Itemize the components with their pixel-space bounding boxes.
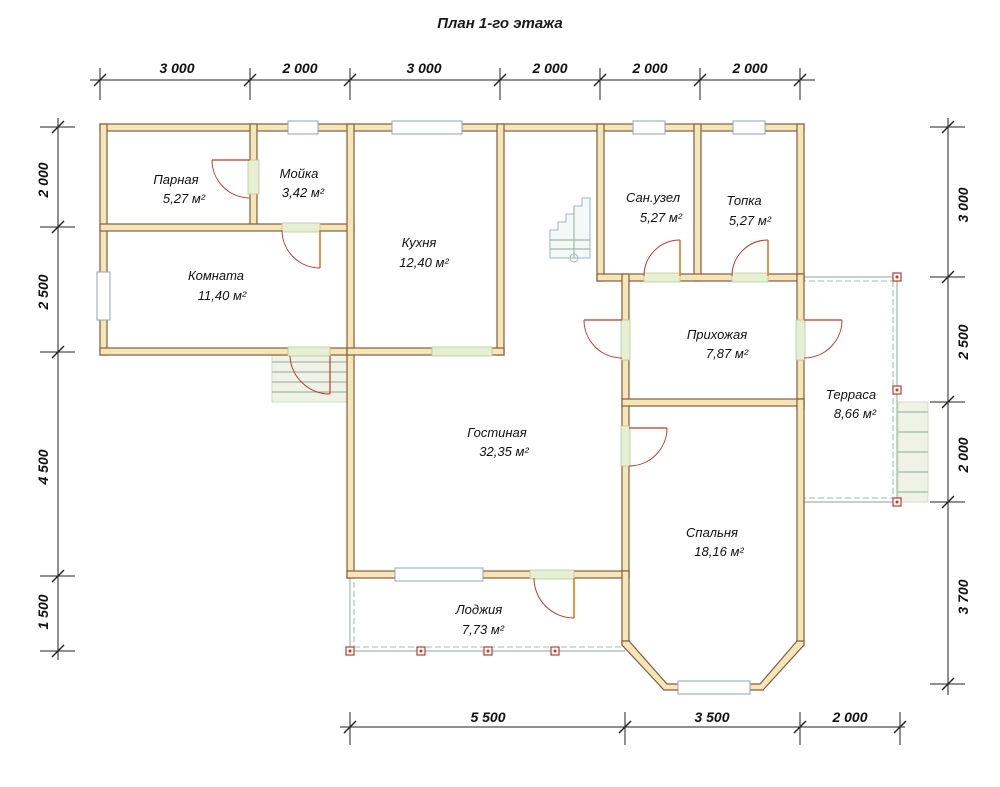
svg-text:12,40 м²: 12,40 м² [399, 255, 449, 270]
dim-right-2: 2 500 [955, 324, 971, 360]
svg-text:32,35 м²: 32,35 м² [479, 444, 529, 459]
dim-right-4: 3 700 [955, 579, 971, 614]
dim-top-4: 2 000 [531, 60, 567, 76]
room-label-komnata: Комната 11,40 м² [188, 268, 247, 303]
walls [99, 123, 805, 691]
dim-left-4: 1 500 [35, 594, 51, 629]
dim-top-1: 3 000 [159, 60, 194, 76]
dim-right-3: 2 000 [955, 437, 971, 473]
windows [96, 120, 766, 695]
terrace-area [800, 272, 929, 507]
svg-text:Кухня: Кухня [402, 235, 437, 250]
dim-left-3: 4 500 [35, 449, 51, 485]
svg-text:3,42 м²: 3,42 м² [282, 185, 325, 200]
left-dimension-chain: 2 000 2 500 4 500 1 500 [35, 118, 75, 660]
window [677, 680, 751, 695]
dim-top-5: 2 000 [631, 60, 667, 76]
room-label-lodzhiya: Лоджия 7,73 м² [455, 602, 505, 637]
dim-bottom-3: 2 000 [831, 709, 867, 725]
bottom-dimension-chain: 5 500 3 500 2 000 [340, 709, 907, 745]
svg-text:Топка: Топка [726, 193, 761, 208]
room-label-terrasa: Терраса 8,66 м² [826, 387, 877, 421]
svg-text:5,27 м²: 5,27 м² [729, 213, 772, 228]
window [632, 120, 666, 135]
svg-text:11,40 м²: 11,40 м² [198, 288, 247, 303]
openings [247, 159, 806, 580]
dim-bottom-1: 5 500 [470, 709, 505, 725]
svg-text:Комната: Комната [188, 268, 244, 283]
room-label-parnaya: Парная 5,27 м² [153, 172, 205, 206]
room-label-sanuzel: Сан.узел 5,27 м² [626, 190, 683, 225]
svg-text:8,66 м²: 8,66 м² [834, 406, 877, 421]
svg-text:5,27 м²: 5,27 м² [640, 210, 683, 225]
dim-top-2: 2 000 [281, 60, 317, 76]
stairs [549, 197, 591, 263]
dim-right-1: 3 000 [955, 187, 971, 222]
svg-text:Парная: Парная [153, 172, 198, 187]
room-label-gostinaya: Гостиная 32,35 м² [467, 425, 529, 459]
porch-komnata [271, 351, 348, 403]
svg-text:7,87 м²: 7,87 м² [706, 346, 749, 361]
svg-text:Мойка: Мойка [280, 166, 319, 181]
svg-text:Прихожая: Прихожая [687, 327, 747, 342]
svg-text:7,73 м²: 7,73 м² [462, 622, 505, 637]
dim-top-3: 3 000 [406, 60, 441, 76]
svg-text:Терраса: Терраса [826, 387, 876, 402]
svg-text:Лоджия: Лоджия [455, 602, 503, 617]
porch-steps [272, 361, 347, 393]
room-label-moyka: Мойка 3,42 м² [280, 166, 325, 200]
room-label-topka: Топка 5,27 м² [726, 193, 771, 228]
svg-text:Гостиная: Гостиная [467, 425, 527, 440]
top-dimension-chain: 3 000 2 000 3 000 2 000 2 000 2 000 [90, 60, 815, 100]
room-label-spalnya: Спальня 18,16 м² [686, 525, 744, 559]
window [96, 271, 111, 321]
window [394, 567, 484, 582]
svg-text:Спальня: Спальня [686, 525, 738, 540]
dim-left-2: 2 500 [35, 274, 51, 310]
room-label-kukhnya: Кухня 12,40 м² [399, 235, 449, 270]
room-label-prikhozhaya: Прихожая 7,87 м² [687, 327, 749, 361]
svg-text:Сан.узел: Сан.узел [626, 190, 681, 205]
dim-bottom-2: 3 500 [694, 709, 729, 725]
window [391, 120, 463, 135]
dim-left-1: 2 000 [35, 162, 51, 198]
svg-text:5,27 м²: 5,27 м² [163, 191, 206, 206]
loggia-area [345, 578, 625, 656]
window [287, 120, 319, 135]
window [732, 120, 766, 135]
dim-top-6: 2 000 [731, 60, 767, 76]
doors [211, 159, 843, 619]
plan-title: План 1-го этажа [437, 15, 563, 32]
right-dimension-chain: 3 000 2 500 2 000 3 700 [930, 118, 971, 695]
svg-text:18,16 м²: 18,16 м² [694, 544, 744, 559]
